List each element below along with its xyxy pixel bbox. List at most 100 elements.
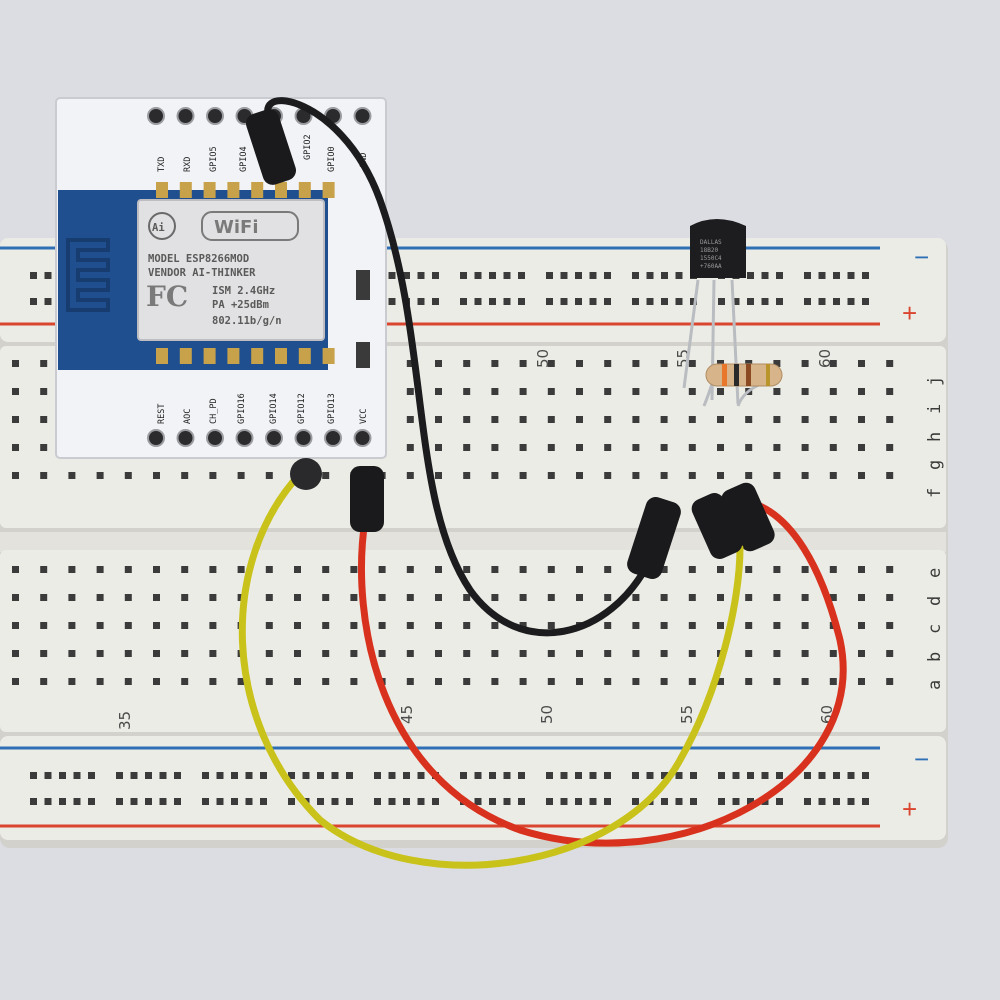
yellow-jumper-wire[interactable] [238, 470, 744, 869]
breadboard-hole [717, 678, 724, 685]
breadboard-hole [159, 798, 167, 805]
breadboard-hole [59, 772, 66, 779]
breadboard-hole [40, 416, 48, 423]
breadboard-hole [519, 678, 527, 685]
sensor-marking-2: 18B20 [700, 247, 718, 254]
breadboard-hole [124, 472, 132, 479]
breadboard-hole [547, 360, 555, 367]
row-letter-j: j [925, 376, 945, 386]
breadboard-hole [688, 650, 696, 657]
breadboard-hole [153, 472, 160, 479]
breadboard-hole [560, 772, 568, 779]
breadboard-hole [294, 594, 301, 601]
smd-capacitor [356, 342, 370, 368]
pin-label-gpio13: GPIO13 [327, 393, 337, 424]
breadboard-hole [829, 472, 837, 479]
breadboard-hole [30, 798, 37, 805]
breadboard-hole [717, 444, 724, 451]
breadboard-hole [688, 360, 696, 367]
breadboard-hole [432, 798, 439, 805]
breadboard-hole [747, 272, 754, 279]
breadboard-hole [374, 772, 381, 779]
bottom-rail-plus-label: + [902, 794, 917, 824]
header-pin [147, 107, 165, 125]
breadboard-hole [829, 650, 837, 657]
pullup-resistor[interactable] [702, 363, 783, 407]
breadboard-hole [801, 360, 809, 367]
breadboard-hole [801, 444, 809, 451]
breadboard-hole [547, 650, 555, 657]
breadboard-hole [491, 650, 499, 657]
breadboard-hole [519, 444, 527, 451]
breadboard-hole [646, 272, 654, 279]
breadboard-hole [519, 594, 527, 601]
black-jumper-wire[interactable] [264, 97, 654, 637]
sensor-leg-left [682, 279, 700, 389]
breadboard-hole [575, 772, 582, 779]
breadboard-hole [604, 298, 611, 305]
sensor-marking-4: +760AA [700, 263, 722, 270]
pin-label-gpio0: GPIO0 [327, 146, 337, 172]
castellation-pad [251, 182, 264, 198]
breadboard-hole [460, 298, 467, 305]
breadboard-hole [688, 444, 696, 451]
breadboard-hole [718, 298, 725, 305]
breadboard-hole [718, 772, 725, 779]
breadboard-hole [216, 772, 224, 779]
breadboard-hole [322, 622, 330, 629]
breadboard-hole [40, 388, 48, 395]
breadboard-hole [12, 360, 19, 367]
breadboard-hole [886, 444, 894, 451]
castellation-pad [322, 348, 335, 364]
breadboard-hole [862, 772, 869, 779]
breadboard-hole [858, 678, 865, 685]
breadboard-hole [829, 678, 837, 685]
breadboard-hole [463, 678, 471, 685]
breadboard-hole [829, 416, 837, 423]
red-jumper-wire[interactable] [358, 502, 847, 847]
breadboard-hole [96, 594, 104, 601]
breadboard-hole [632, 798, 639, 805]
breadboard-hole [858, 566, 865, 573]
breadboard-hole [632, 416, 640, 423]
breadboard-hole [661, 798, 668, 805]
breadboard-hole [96, 622, 104, 629]
breadboard-hole [745, 678, 753, 685]
breadboard-hole [463, 388, 471, 395]
breadboard-hole [745, 566, 753, 573]
breadboard-hole [417, 772, 425, 779]
breadboard-hole [804, 272, 811, 279]
breadboard-hole [68, 678, 76, 685]
castellation-pad [251, 348, 264, 364]
breadboard-hole [503, 798, 511, 805]
chip-line-pa: PA +25dBm [212, 299, 269, 311]
breadboard-hole [350, 594, 358, 601]
breadboard-hole [302, 772, 310, 779]
breadboard-hole [547, 678, 555, 685]
breadboard-hole [73, 772, 81, 779]
breadboard-hole [294, 566, 301, 573]
breadboard-hole [265, 678, 273, 685]
breadboard-hole [546, 772, 553, 779]
breadboard-hole [40, 678, 48, 685]
breadboard-hole [153, 622, 160, 629]
header-pin [206, 429, 224, 447]
breadboard-hole [858, 650, 865, 657]
castellation-pad [275, 348, 287, 364]
breadboard-hole [435, 650, 442, 657]
header-pin [176, 429, 195, 447]
breadboard-hole [519, 360, 527, 367]
castellation-pad [179, 348, 192, 364]
breadboard-hole [804, 298, 811, 305]
breadboard-hole [237, 566, 245, 573]
breadboard-hole [463, 594, 471, 601]
breadboard-hole [489, 272, 496, 279]
breadboard-hole [547, 594, 555, 601]
breadboard-hole [546, 272, 553, 279]
breadboard-hole [463, 416, 471, 423]
jumper-wires[interactable] [238, 97, 847, 869]
breadboard-hole [804, 772, 811, 779]
ds18b20-sensor[interactable]: DALLAS 18B20 1550C4 +760AA [682, 219, 746, 405]
esp8266-module[interactable]: Ai WiFi FC MODEL ESP8266MOD VENDOR AI-TH… [55, 97, 387, 459]
breadboard-hole [560, 272, 568, 279]
